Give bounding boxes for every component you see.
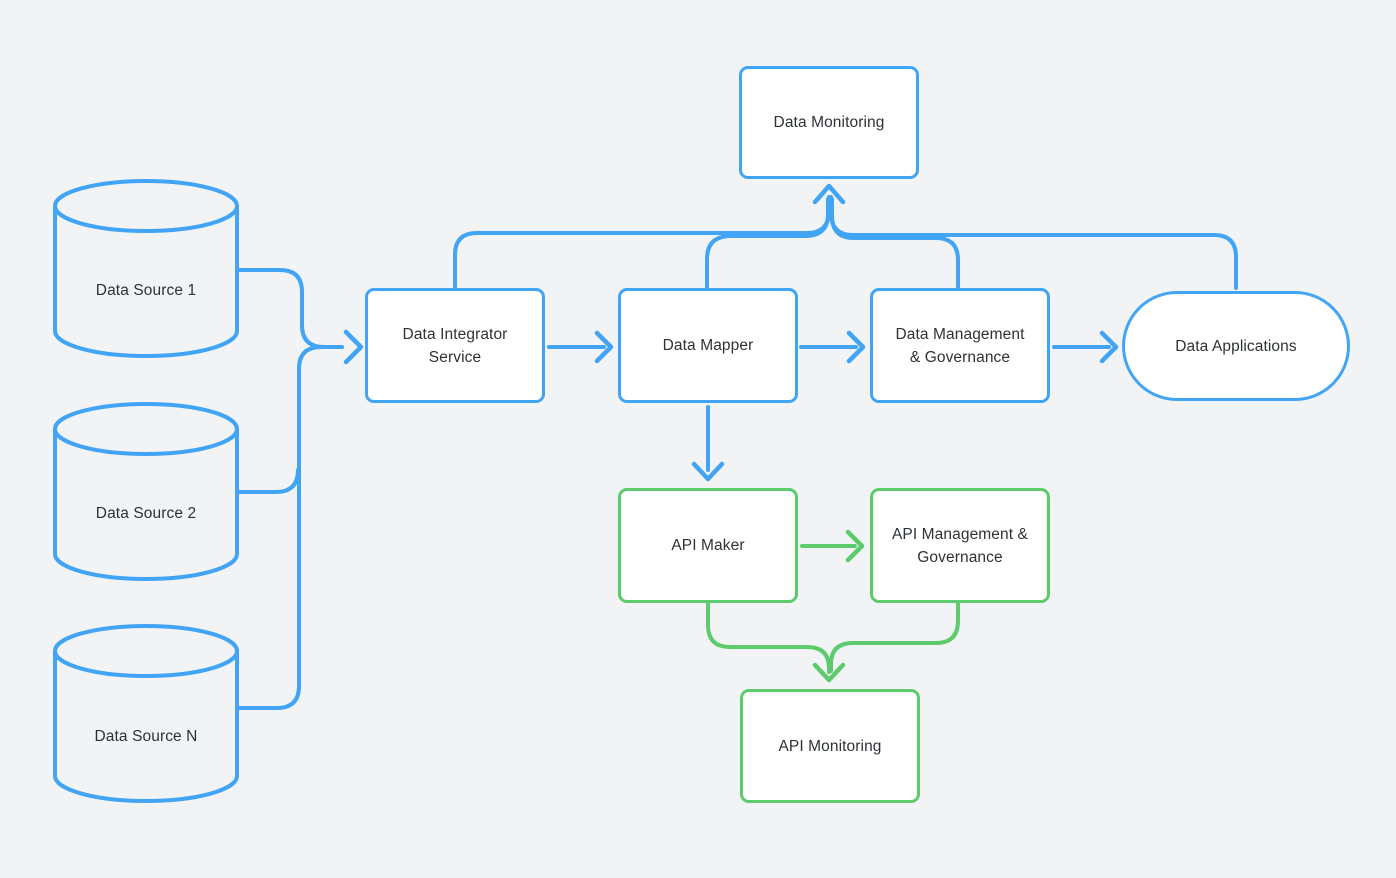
connector-sourceN-to-integrator xyxy=(235,345,344,710)
node-data-mapper: Data Mapper xyxy=(618,288,798,403)
node-data-management-governance: Data Management & Governance xyxy=(870,288,1050,403)
arrowhead-into-monitoring xyxy=(812,183,846,205)
arrowhead-into-api-governance xyxy=(845,529,865,563)
node-api-maker: API Maker xyxy=(618,488,798,603)
node-data-monitoring: Data Monitoring xyxy=(739,66,919,179)
connector-integrator-to-monitoring xyxy=(453,195,831,290)
arrowhead-into-api-maker xyxy=(691,461,725,482)
connector-governance-to-monitoring xyxy=(830,197,960,290)
node-data-source-1: Data Source 1 xyxy=(95,282,197,299)
database-cylinder-icon xyxy=(53,624,239,803)
node-data-source-2: Data Source 2 xyxy=(95,505,197,522)
node-data-source-n: Data Source N xyxy=(94,728,198,745)
node-api-management-governance: API Management & Governance xyxy=(870,488,1050,603)
connector-api-governance-to-api-monitoring xyxy=(829,601,960,673)
node-api-monitoring: API Monitoring xyxy=(740,689,920,803)
connector-applications-to-monitoring xyxy=(829,195,1238,290)
database-cylinder-icon xyxy=(53,402,239,581)
arrowhead-into-applications xyxy=(1099,330,1119,364)
arrowhead-into-mapper xyxy=(594,330,614,364)
node-data-integrator-service: Data Integrator Service xyxy=(365,288,545,403)
connector-source1-to-integrator xyxy=(235,268,344,349)
connector-source2-to-trunk xyxy=(235,468,300,494)
arrowhead-into-api-monitoring xyxy=(812,662,846,683)
arrowhead-into-governance xyxy=(846,330,866,364)
connector-mapper-to-monitoring xyxy=(705,197,830,290)
connector-api-maker-to-api-monitoring xyxy=(706,601,831,674)
arrowhead-into-integrator xyxy=(343,329,364,365)
node-data-applications: Data Applications xyxy=(1122,291,1350,401)
database-cylinder-icon xyxy=(53,179,239,358)
